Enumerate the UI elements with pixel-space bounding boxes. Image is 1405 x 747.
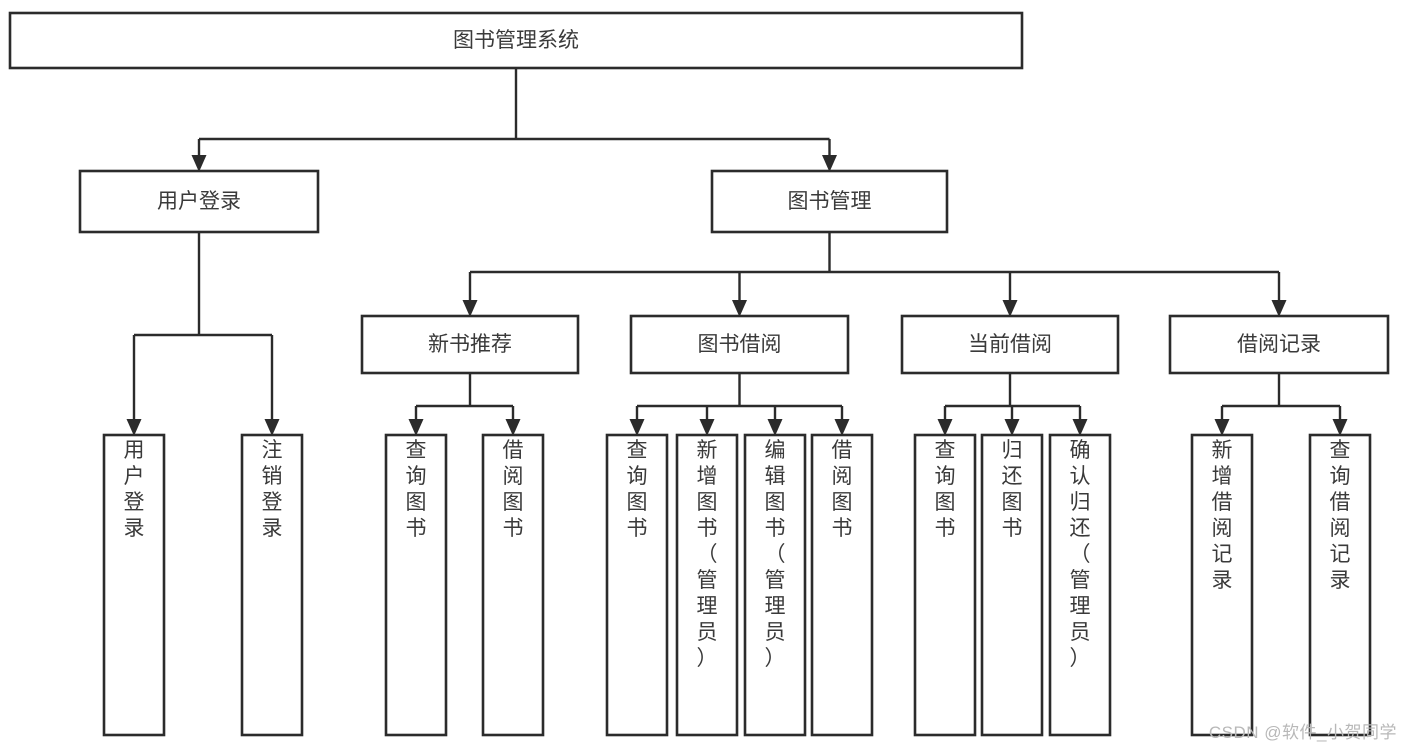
leaf-node-leaf-user-login[interactable]: 用户登录	[102, 433, 166, 737]
leaf-node-leaf-return-book-box[interactable]	[980, 433, 1044, 737]
arrow-head-icon	[767, 419, 783, 436]
leaf-node-leaf-borrow-book-2[interactable]: 借阅图书	[810, 433, 874, 737]
leaf-node-leaf-confirm-return-label: 确认归还（管理员）	[1070, 439, 1091, 670]
leaf-node-leaf-add-book[interactable]: 新增图书（管理员）	[675, 433, 739, 737]
leaf-node-leaf-borrow-book-2-label: 借阅图书	[832, 439, 853, 540]
edge-group-borrow-record	[1214, 373, 1348, 436]
leaf-node-leaf-add-book-label: 新增图书（管理员）	[697, 439, 718, 670]
edge-group-root	[191, 68, 837, 172]
level3-node-borrow-record-label: 借阅记录	[1237, 333, 1321, 356]
leaf-node-leaf-query-book-3-box[interactable]	[913, 433, 977, 737]
arrow-head-icon	[264, 419, 280, 436]
level3-node-current-borrow-label: 当前借阅	[968, 333, 1052, 356]
edge-group-current-borrow	[937, 373, 1088, 436]
root-node-system-title-label: 图书管理系统	[453, 29, 579, 52]
leaf-node-leaf-borrow-book-2-box[interactable]	[810, 433, 874, 737]
arrow-head-icon	[1271, 300, 1287, 317]
level3-node-current-borrow[interactable]: 当前借阅	[900, 314, 1120, 375]
watermark-text: CSDN @软件_小贺同学	[1208, 723, 1397, 742]
level2-node-user-login-box[interactable]	[78, 169, 320, 234]
level2-node-user-login[interactable]: 用户登录	[78, 169, 320, 234]
leaf-node-leaf-query-book-2-box[interactable]	[605, 433, 669, 737]
leaf-node-leaf-add-record-label: 新增借阅记录	[1212, 439, 1233, 592]
level2-node-book-manage[interactable]: 图书管理	[710, 169, 949, 234]
leaf-node-leaf-query-record-box[interactable]	[1308, 433, 1372, 737]
level2-node-book-manage-label: 图书管理	[788, 190, 872, 213]
level2-node-book-manage-box[interactable]	[710, 169, 949, 234]
level3-node-book-borrow-box[interactable]	[629, 314, 850, 375]
leaf-node-leaf-query-book-1[interactable]: 查询图书	[384, 433, 448, 737]
arrow-head-icon	[126, 419, 142, 436]
leaf-node-leaf-query-record-label: 查询借阅记录	[1330, 439, 1351, 592]
leaf-node-leaf-add-record-box[interactable]	[1190, 433, 1254, 737]
leaf-node-leaf-user-login-box[interactable]	[102, 433, 166, 737]
leaf-node-leaf-add-record[interactable]: 新增借阅记录	[1190, 433, 1254, 737]
leaf-node-leaf-add-book-box[interactable]	[675, 433, 739, 737]
leaf-node-leaf-query-book-3-label: 查询图书	[935, 439, 956, 540]
leaf-node-leaf-edit-book-label: 编辑图书（管理员）	[765, 439, 786, 670]
arrow-head-icon	[1072, 419, 1088, 436]
leaf-node-leaf-confirm-return[interactable]: 确认归还（管理员）	[1048, 433, 1112, 737]
arrow-head-icon	[822, 155, 837, 172]
edge-group-book-borrow	[629, 373, 850, 436]
root-node-system-title[interactable]: 图书管理系统	[8, 11, 1024, 70]
leaf-node-leaf-user-logout-box[interactable]	[240, 433, 304, 737]
arrow-head-icon	[1332, 419, 1348, 436]
leaf-node-leaf-query-book-3[interactable]: 查询图书	[913, 433, 977, 737]
arrow-head-icon	[732, 300, 747, 317]
level3-node-new-book-recommend-label: 新书推荐	[428, 333, 512, 356]
level3-node-borrow-record[interactable]: 借阅记录	[1168, 314, 1390, 375]
leaf-node-leaf-edit-book-box[interactable]	[743, 433, 807, 737]
arrow-head-icon	[834, 419, 850, 436]
leaf-node-leaf-confirm-return-box[interactable]	[1048, 433, 1112, 737]
edge-group-book-manage	[462, 232, 1287, 317]
arrow-head-icon	[699, 419, 715, 436]
arrow-head-icon	[191, 155, 207, 172]
leaf-node-leaf-query-record[interactable]: 查询借阅记录	[1308, 433, 1372, 737]
leaf-node-leaf-query-book-2[interactable]: 查询图书	[605, 433, 669, 737]
leaf-node-leaf-return-book[interactable]: 归还图书	[980, 433, 1044, 737]
level3-node-current-borrow-box[interactable]	[900, 314, 1120, 375]
edge-group-user-login	[126, 232, 280, 436]
arrow-head-icon	[629, 419, 645, 436]
leaf-node-leaf-edit-book[interactable]: 编辑图书（管理员）	[743, 433, 807, 737]
leaf-node-leaf-query-book-1-box[interactable]	[384, 433, 448, 737]
connectors-layer	[126, 68, 1348, 436]
arrow-head-icon	[462, 300, 478, 317]
level2-node-user-login-label: 用户登录	[157, 190, 241, 213]
edge-group-new-book-recommend	[408, 373, 521, 436]
leaf-node-leaf-user-logout[interactable]: 注销登录	[240, 433, 304, 737]
arrow-head-icon	[1004, 419, 1020, 436]
leaf-node-leaf-borrow-book-1-label: 借阅图书	[503, 439, 524, 540]
leaf-node-leaf-return-book-label: 归还图书	[1002, 439, 1023, 540]
leaf-node-leaf-user-login-label: 用户登录	[124, 439, 145, 540]
leaf-node-leaf-query-book-2-label: 查询图书	[627, 439, 648, 540]
arrow-head-icon	[1002, 300, 1018, 317]
leaf-node-leaf-query-book-1-label: 查询图书	[406, 439, 427, 540]
leaf-node-leaf-user-logout-label: 注销登录	[262, 439, 283, 540]
arrow-head-icon	[1214, 419, 1230, 436]
root-node-system-title-box[interactable]	[8, 11, 1024, 70]
level3-node-book-borrow[interactable]: 图书借阅	[629, 314, 850, 375]
level3-node-new-book-recommend[interactable]: 新书推荐	[360, 314, 580, 375]
arrow-head-icon	[937, 419, 953, 436]
level3-node-borrow-record-box[interactable]	[1168, 314, 1390, 375]
arrow-head-icon	[505, 419, 521, 436]
leaf-node-leaf-borrow-book-1-box[interactable]	[481, 433, 545, 737]
arrow-head-icon	[408, 419, 424, 436]
nodes-layer: 图书管理系统用户登录图书管理新书推荐图书借阅当前借阅借阅记录用户登录注销登录查询…	[8, 11, 1390, 737]
level3-node-book-borrow-label: 图书借阅	[698, 333, 782, 356]
leaf-node-leaf-borrow-book-1[interactable]: 借阅图书	[481, 433, 545, 737]
level3-node-new-book-recommend-box[interactable]	[360, 314, 580, 375]
